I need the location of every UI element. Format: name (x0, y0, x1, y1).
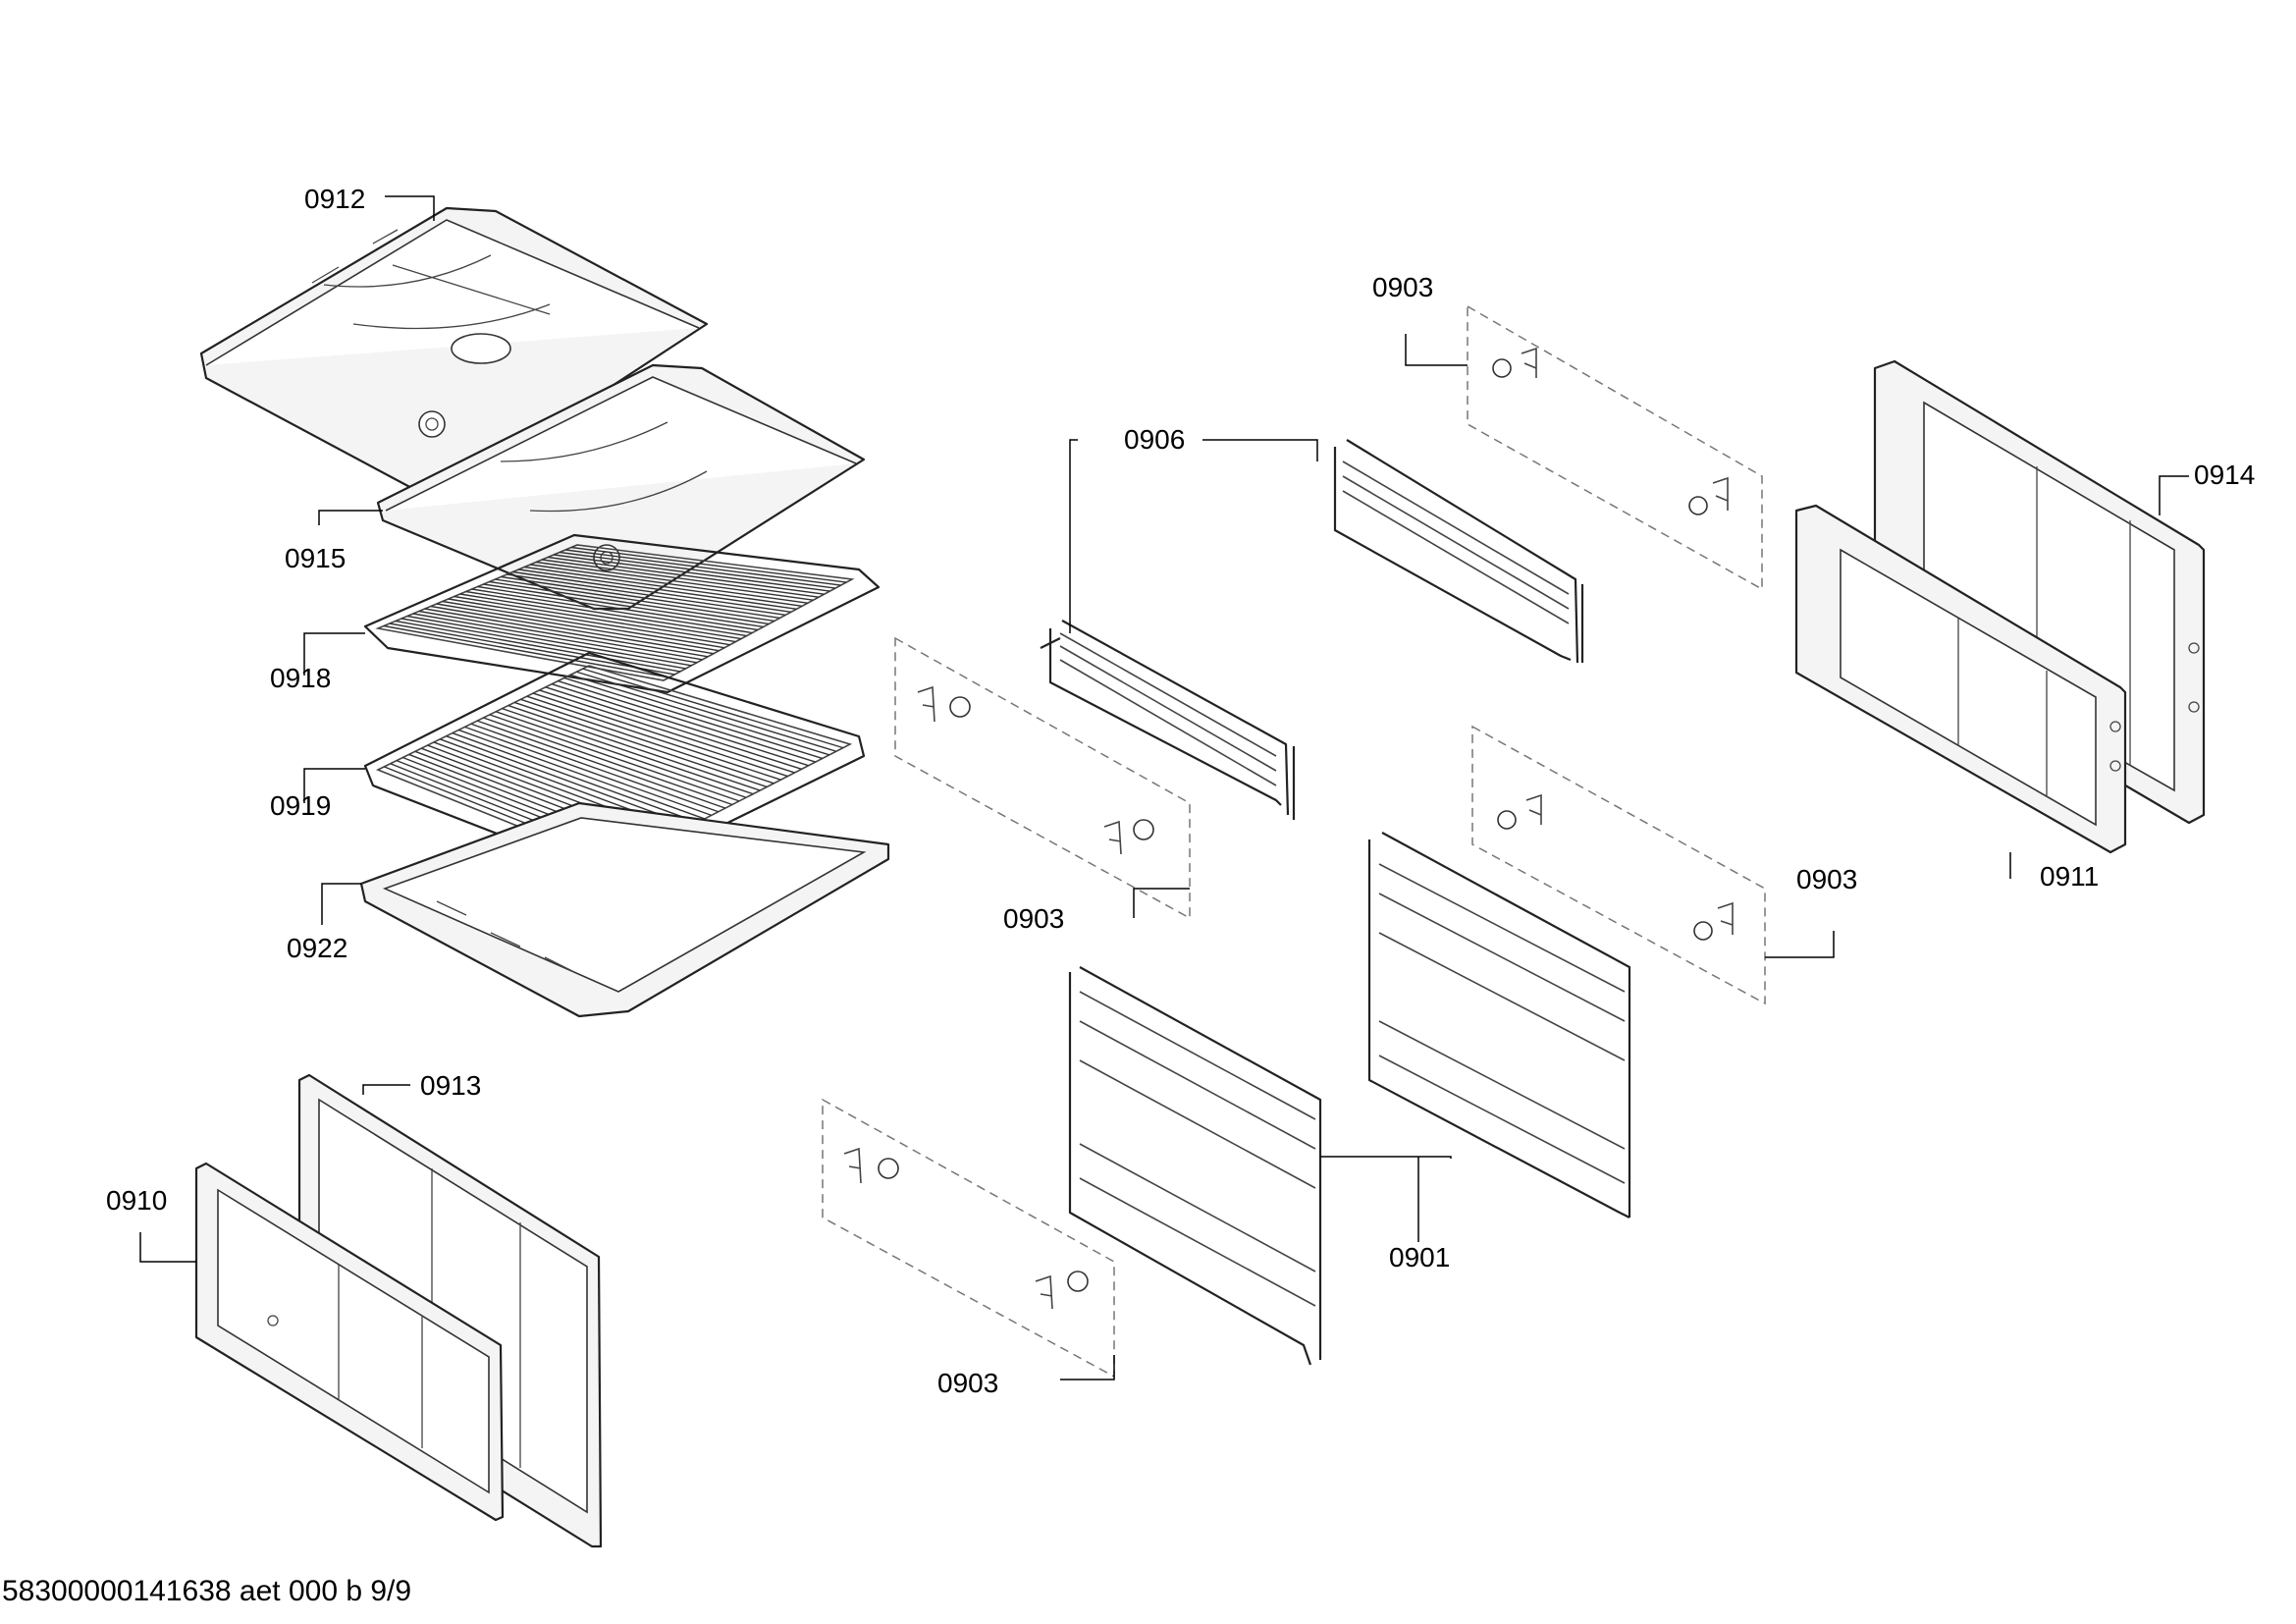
callout-0922: 0922 (287, 933, 347, 963)
shelf-wire (446, 735, 691, 827)
shelf-wire (442, 600, 725, 649)
shelf-wire (554, 554, 830, 592)
shelf-wire (395, 620, 681, 673)
side-panel-0910 (194, 1162, 505, 1522)
shelf-wire (530, 564, 808, 604)
shelf-wire (489, 714, 740, 802)
shelf-wire (563, 677, 823, 760)
shelf-wire (570, 546, 847, 583)
shelf-wire (536, 561, 814, 601)
shelf-wire (548, 556, 825, 595)
shelf-wire (551, 683, 809, 767)
shelf-wire (383, 624, 669, 678)
shelf-wire (518, 568, 797, 610)
shelf-wire (471, 588, 753, 634)
shelf-wire (513, 701, 768, 788)
shelf-wire (464, 726, 713, 817)
telescopic-rail-0906-right (1333, 439, 1584, 664)
shelf-wire (582, 668, 844, 749)
shelf-wire (418, 610, 703, 661)
shelf-wire (457, 729, 706, 820)
leader-lines (139, 195, 2189, 1380)
shelf-wire (502, 707, 754, 795)
shelf-wire (512, 570, 791, 614)
shelf-wire (507, 573, 786, 617)
callout-0903-mid-right: 0903 (1796, 864, 1857, 894)
callout-0901: 0901 (1389, 1242, 1450, 1272)
shelf-wire (532, 692, 788, 778)
clip-kit-0903-mid-left (894, 636, 1191, 920)
callout-0915: 0915 (285, 543, 346, 573)
shelf-wire (520, 698, 774, 785)
back-panel-0911 (1794, 504, 2127, 854)
wire-shelf-0918 (363, 533, 881, 694)
shelf-wire (436, 603, 720, 652)
shelf-wire (539, 689, 795, 774)
shelf-wire (564, 549, 841, 586)
top-panel-0912 (199, 206, 709, 493)
callout-0903-mid-left: 0903 (1003, 903, 1064, 934)
baking-tray-0922 (359, 801, 890, 1018)
clip-kit-0903-mid-right (1471, 725, 1766, 1005)
side-rack-0901-left (1068, 966, 1322, 1366)
side-rack-0901-right (1367, 832, 1631, 1218)
telescopic-rail-0906-left (1040, 620, 1296, 820)
shelf-wire (477, 585, 759, 631)
callout-0903-top: 0903 (1372, 272, 1433, 302)
shelf-wire (483, 717, 733, 806)
shelf-wire (576, 671, 837, 752)
shelf-wire (389, 623, 675, 676)
shelf-wire (470, 723, 720, 813)
wire-shelf-0919 (363, 651, 866, 881)
shelf-wire (448, 598, 730, 646)
callout-0912: 0912 (304, 184, 365, 214)
shelf-wire (489, 580, 770, 625)
shelf-wire (545, 686, 802, 770)
shelf-wire (465, 590, 747, 637)
shelf-wire (476, 720, 726, 809)
callout-0910: 0910 (106, 1185, 167, 1216)
callout-0906: 0906 (1124, 424, 1185, 455)
callout-0911: 0911 (2040, 861, 2099, 892)
callout-0914: 0914 (2194, 460, 2255, 490)
shelf-wire (559, 551, 836, 589)
document-code: 58300000141638 aet 000 b 9/9 (2, 1575, 411, 1607)
shelf-wire (400, 618, 686, 670)
shelf-wire (430, 605, 714, 655)
callout-0918: 0918 (270, 663, 331, 693)
shelf-wire (452, 731, 698, 824)
shelf-wire (406, 615, 692, 667)
shelf-wire (542, 559, 820, 598)
clip-kit-0903-top (1467, 304, 1763, 591)
shelf-wire (501, 575, 780, 620)
shelf-wire (424, 608, 709, 658)
shelf-wire (558, 679, 816, 763)
shelf-wire (483, 583, 764, 628)
callout-labels: 0912 0915 0918 0919 0922 0906 0903 0903 … (106, 184, 2255, 1398)
shelf-wire (569, 674, 830, 756)
shelf-wire (495, 578, 775, 623)
shelf-wire (524, 566, 803, 607)
callout-0903-bottom: 0903 (937, 1368, 998, 1398)
callout-0919: 0919 (270, 790, 331, 821)
shelf-wire (495, 711, 747, 798)
shelf-wire (412, 613, 698, 664)
shelf-wire (459, 593, 742, 640)
callout-0913: 0913 (420, 1070, 481, 1101)
shelf-wire (454, 595, 736, 643)
shelf-wire (507, 704, 761, 791)
shelf-wire (526, 695, 781, 781)
